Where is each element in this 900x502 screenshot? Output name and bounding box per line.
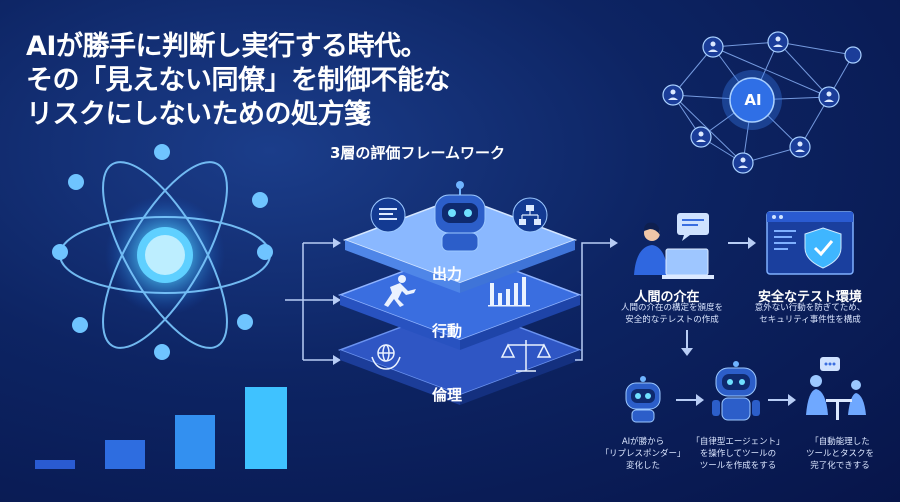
flow-caption-2-line-1: 「自律型エージェント」 <box>691 437 785 447</box>
test-env-title: 安全なテスト環境 <box>757 290 862 305</box>
headline-line-2: その「見えない同僚」を制御不能な <box>26 65 451 96</box>
layer-label-ethics: 倫理 <box>432 386 463 404</box>
flow-caption-2-line-2: を操作してツールの <box>699 449 777 459</box>
small-robot-icon <box>625 376 661 423</box>
test-env-desc-2: セキュリティ事件性を構成 <box>759 315 861 325</box>
human-desc: 人間の介在の構定を頒度を 安全的なテレストの作成 <box>612 302 732 326</box>
globe-hands-icon <box>371 344 401 370</box>
ai-network-icon <box>662 31 862 174</box>
flow-caption-1: AIが勝から 「リプレスポンダー」 変化した <box>600 436 686 472</box>
secure-window-icon <box>766 211 854 275</box>
atom-icon <box>52 144 273 360</box>
chart-icon <box>488 277 530 307</box>
growth-bars-icon <box>35 387 287 469</box>
arrow-right-icon <box>728 237 756 249</box>
agent-robot-icon <box>712 361 760 421</box>
right-connector <box>575 238 618 361</box>
flow-caption-1-line-2: 「リプレスポンダー」 <box>600 449 686 459</box>
flow-caption-3: 「自動能理した ツールとタスクを 完了化できする <box>792 436 888 472</box>
headline: AIが勝手に判断し実行する時代。 その「見えない同僚」を制御不能な リスクにしな… <box>26 30 451 132</box>
framework-title: 3層の評価フレームワーク <box>330 144 505 162</box>
left-connector <box>285 238 341 365</box>
ai-center-label: AI <box>744 91 762 109</box>
org-chart-icon <box>512 197 548 233</box>
flow-caption-2: 「自律型エージェント」 を操作してツールの ツールを作成をする <box>688 436 788 472</box>
flow-caption-1-line-3: 変化した <box>625 461 660 471</box>
runner-icon <box>384 275 416 307</box>
human-desc-2: 安全的なテレストの作成 <box>625 315 719 325</box>
test-env-desc: 意外ない行動を防ぎてため、 セキュリティ事件性を構成 <box>745 302 875 326</box>
document-icon <box>370 197 406 233</box>
test-env-desc-1: 意外ない行動を防ぎてため、 <box>754 303 866 313</box>
framework-stack <box>337 181 583 405</box>
flow-caption-3-line-2: ツールとタスクを <box>805 449 874 459</box>
flow-caption-3-line-3: 完了化できする <box>810 461 870 471</box>
arrow-down-icon <box>681 330 693 356</box>
headline-line-3: リスクにしないための処方箋 <box>26 99 371 130</box>
flow-caption-1-line-1: AIが勝から <box>621 437 665 447</box>
flow-caption-3-line-1: 「自動能理した <box>810 437 870 447</box>
arrow-right-icon <box>768 394 796 406</box>
human-title: 人間の介在 <box>634 290 700 305</box>
layer-label-output: 出力 <box>432 265 463 283</box>
flow-caption-2-line-3: ツールを作成をする <box>699 461 777 471</box>
arrow-right-icon <box>676 394 704 406</box>
human-desc-1: 人間の介在の構定を頒度を <box>620 303 723 313</box>
scales-icon <box>500 340 552 372</box>
human-operator-icon <box>634 213 714 279</box>
layer-label-action: 行動 <box>432 322 463 340</box>
robot-icon <box>434 181 486 252</box>
headline-line-1: AIが勝手に判断し実行する時代。 <box>26 31 427 62</box>
team-meeting-icon <box>806 357 866 420</box>
